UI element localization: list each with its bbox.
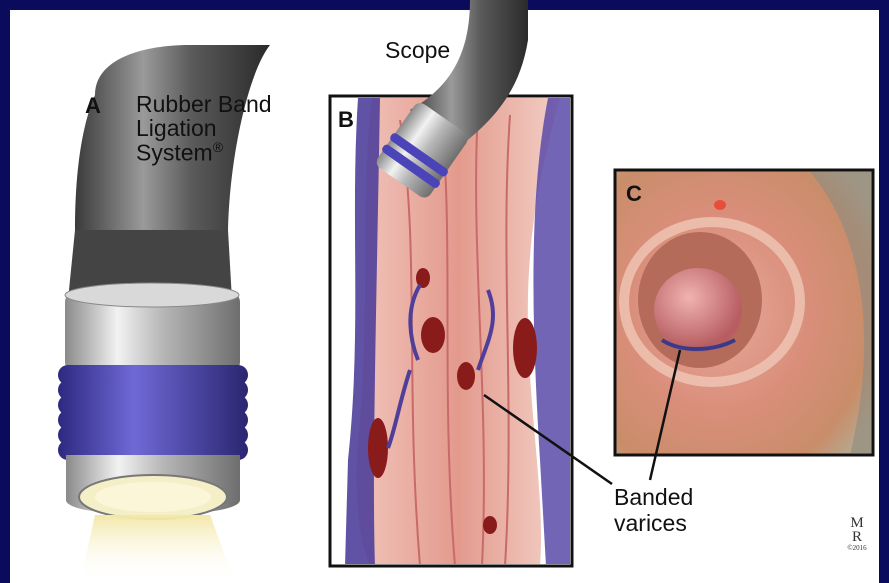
panel-a-letter: A: [85, 94, 101, 117]
varix-6: [483, 516, 497, 534]
logo-letter-mid: R: [844, 530, 870, 544]
caption-line-3: System®: [136, 140, 272, 165]
banded-line-1: Banded: [614, 484, 693, 510]
varix-4: [513, 318, 537, 378]
mayo-logo: M R ©2016: [844, 516, 870, 552]
logo-letter-top: M: [844, 516, 870, 530]
logo-copyright: ©2016: [844, 544, 870, 552]
caption-line-1: Rubber Band: [136, 92, 272, 116]
panel-b-letter: B: [338, 108, 354, 131]
banded-line-2: varices: [614, 510, 693, 536]
varix-3: [457, 362, 475, 390]
light-beam: [80, 515, 235, 583]
banded-varices-label: Banded varices: [614, 484, 693, 537]
panel-c-letter: C: [626, 182, 642, 205]
caption-line-2: Ligation: [136, 116, 272, 140]
varix-2: [421, 317, 445, 353]
varix-5: [368, 418, 388, 478]
panel-c-endoscopic-photo: [615, 170, 873, 480]
rubber-bands: [58, 365, 248, 460]
banded-varix-photo: [654, 268, 742, 352]
registered-mark: ®: [213, 139, 223, 155]
panel-b-esophagus: [330, 0, 612, 566]
scope-label: Scope: [385, 38, 450, 62]
caption-line-3-text: System: [136, 140, 213, 166]
panel-a-caption: Rubber Band Ligation System®: [136, 92, 272, 165]
